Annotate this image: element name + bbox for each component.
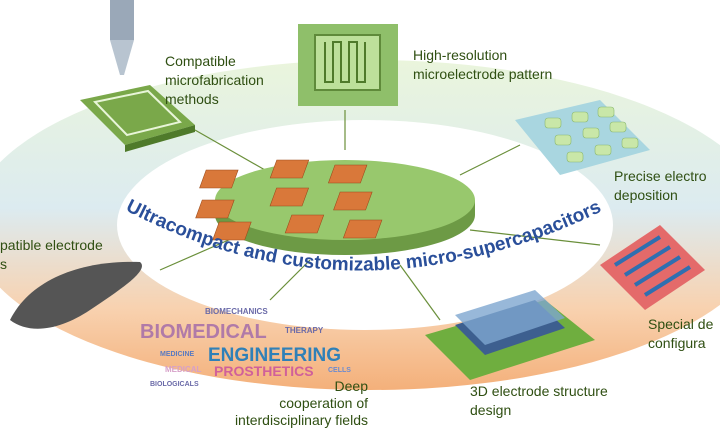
label-microfabrication: Compatible microfabrication methods — [165, 53, 264, 107]
word-medical: MEDICAL — [165, 365, 202, 374]
label-electrode: patible electrode s — [0, 237, 103, 272]
label-interdisciplinary: Deep cooperation of interdisciplinary fi… — [234, 378, 368, 428]
word-engineering: ENGINEERING — [208, 345, 341, 366]
microfabrication-illustration — [80, 0, 195, 152]
word-therapy: THERAPY — [285, 326, 324, 335]
label-deposition: Precise electro deposition — [614, 168, 707, 203]
word-prosthetics: PROSTHETICS — [214, 363, 314, 379]
central-disk — [195, 159, 475, 255]
flexible-electrode-illustration — [10, 261, 142, 329]
3d-structure-illustration — [425, 290, 595, 380]
word-biologicals: BIOLOGICALS — [150, 381, 199, 388]
label-configuration: Special de configura — [648, 316, 714, 351]
word-biomechanics: BIOMECHANICS — [205, 307, 268, 316]
word-biomedical: BIOMEDICAL — [140, 321, 267, 343]
connector-lines — [159, 110, 601, 321]
special-configuration-illustration — [600, 225, 705, 310]
word-medicine: MEDICINE — [160, 351, 195, 358]
word-cells: CELLS — [328, 367, 351, 374]
word-cloud: BIOMECHANICS BIOMEDICAL THERAPY MEDICINE… — [140, 307, 351, 388]
microelectrode-image — [298, 24, 398, 106]
label-3d-structure: 3D electrode structure design — [470, 383, 608, 418]
deposition-illustration — [515, 100, 650, 175]
label-pattern: High-resolution microelectrode pattern — [413, 47, 553, 82]
